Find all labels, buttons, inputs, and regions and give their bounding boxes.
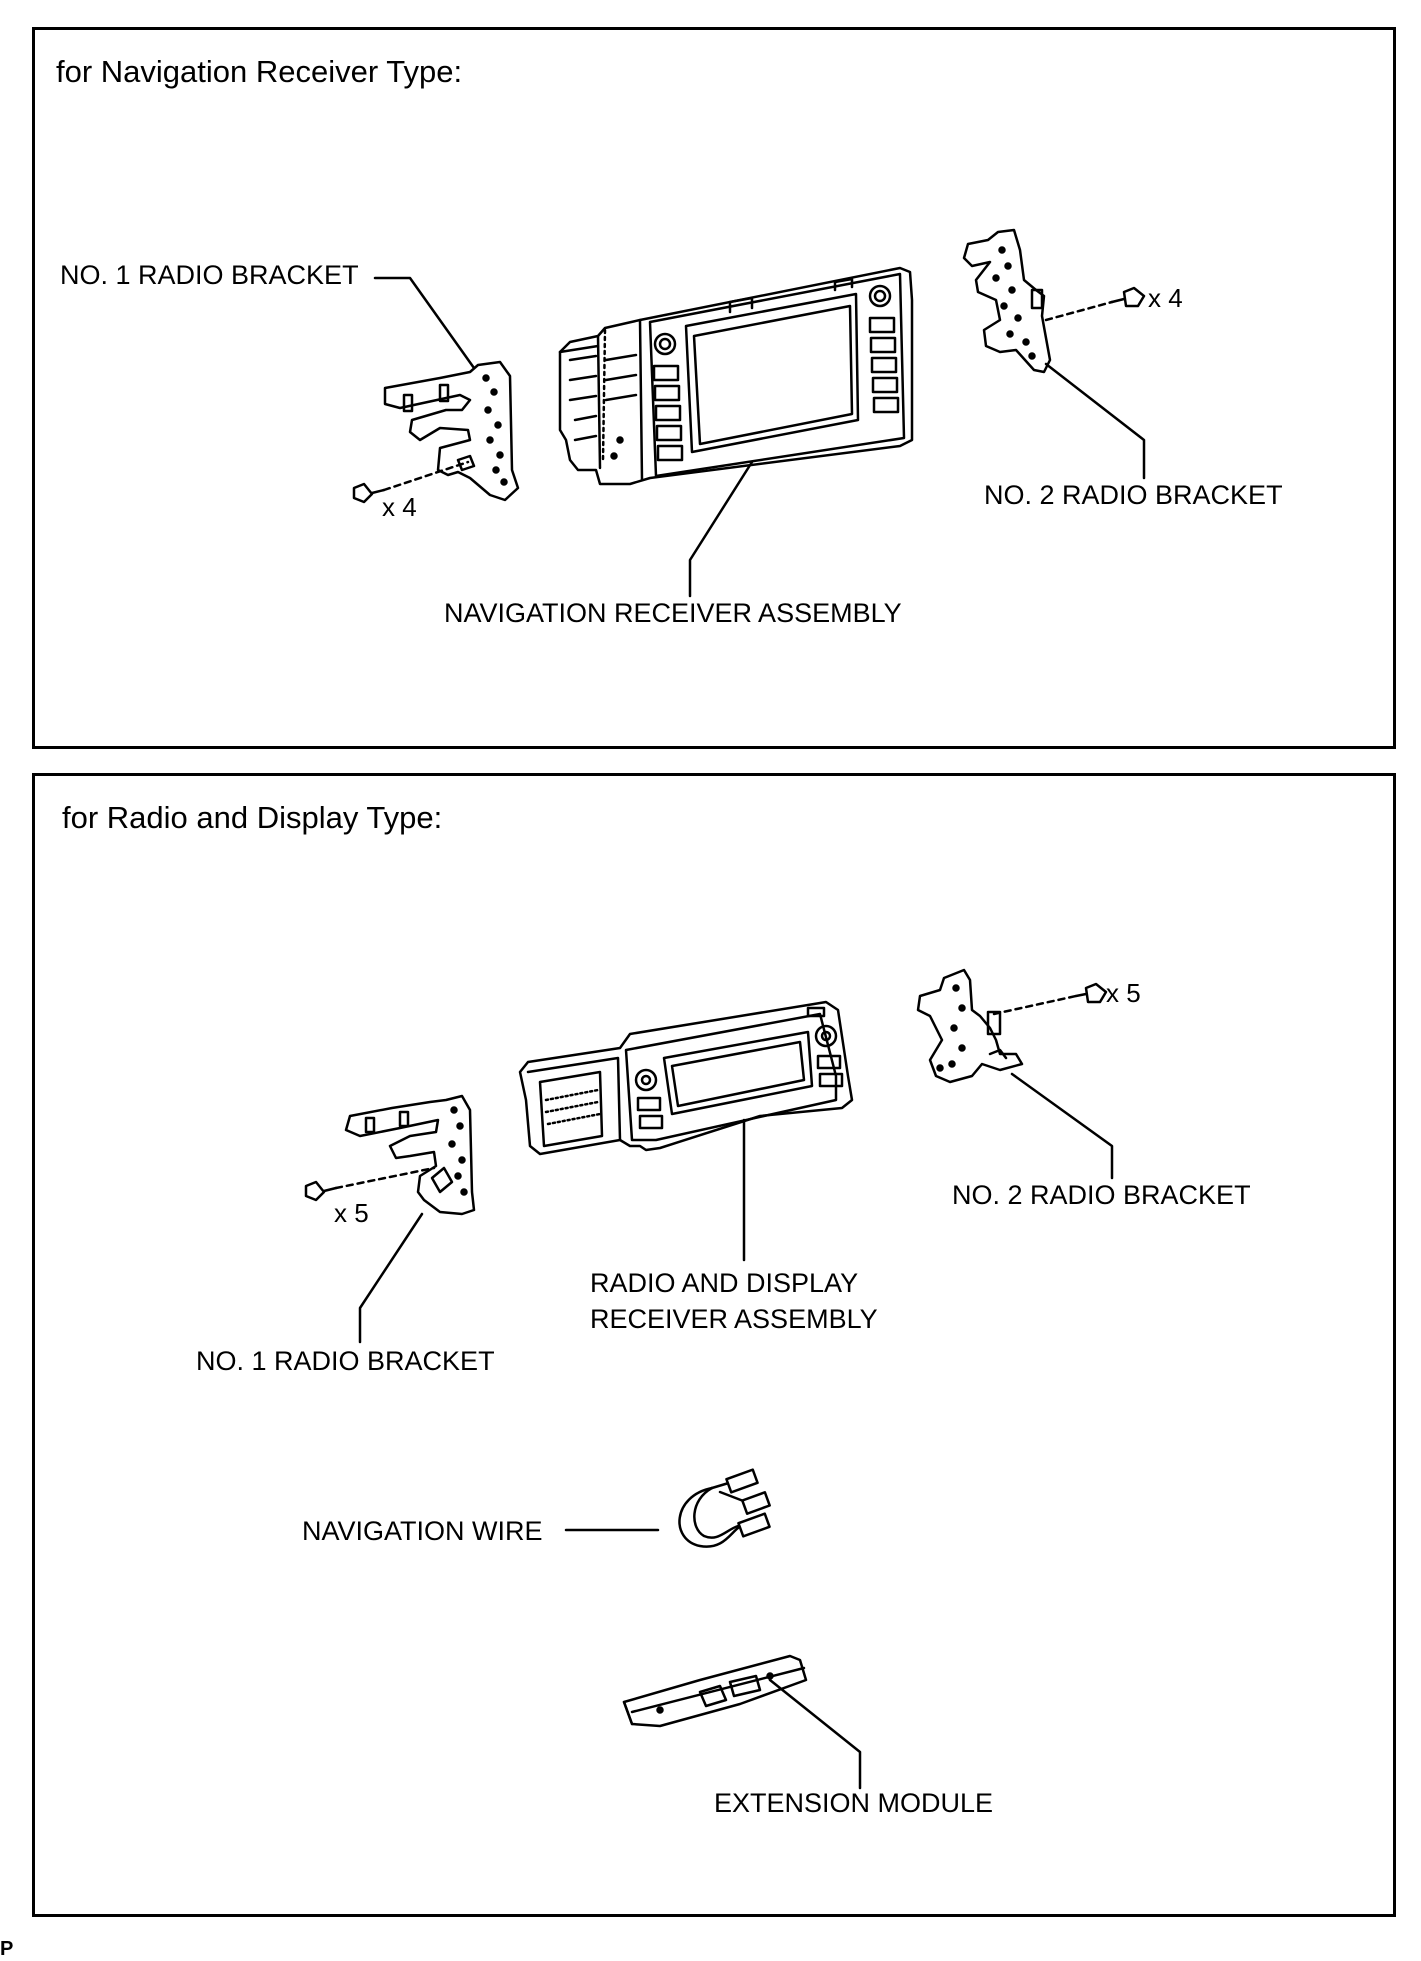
screw-icon: [992, 982, 1108, 1016]
panel-heading: for Navigation Receiver Type:: [56, 54, 463, 89]
label-no2-radio-bracket: NO. 2 RADIO BRACKET: [984, 480, 1283, 510]
no1-radio-bracket-drawing-bottom: [344, 1094, 476, 1216]
leader-no2-bracket-top: [1044, 362, 1146, 480]
leader-no1-bracket-bottom: [358, 1212, 424, 1344]
screw-icon: [352, 460, 470, 504]
label-quantity: x 4: [382, 492, 417, 522]
label-no2-radio-bracket: NO. 2 RADIO BRACKET: [952, 1180, 1251, 1210]
label-no1-radio-bracket: NO. 1 RADIO BRACKET: [196, 1346, 495, 1376]
leader-no2-bracket-bottom: [1010, 1072, 1114, 1180]
no2-radio-bracket-drawing-top: [962, 228, 1052, 374]
leader-navigation-receiver: [688, 460, 754, 598]
screw-icon: [1044, 286, 1146, 322]
panel-navigation-receiver-type: [32, 27, 1396, 749]
label-quantity: x 4: [1148, 283, 1183, 313]
screw-icon: [304, 1166, 436, 1202]
label-radio-display-receiver-line2: RECEIVER ASSEMBLY: [590, 1304, 878, 1334]
label-radio-display-receiver-line1: RADIO AND DISPLAY: [590, 1268, 859, 1298]
navigation-receiver-drawing: [558, 266, 914, 486]
extension-module-drawing: [622, 1654, 808, 1728]
corner-mark: P: [0, 1938, 14, 1960]
label-quantity: x 5: [334, 1198, 369, 1228]
leader-extension-module: [768, 1678, 862, 1790]
label-quantity: x 5: [1106, 978, 1141, 1008]
label-navigation-receiver-assembly: NAVIGATION RECEIVER ASSEMBLY: [444, 598, 902, 628]
label-navigation-wire: NAVIGATION WIRE: [302, 1516, 543, 1546]
panel-radio-and-display-type: [32, 773, 1396, 1917]
leader-no1-bracket-top: [373, 276, 476, 370]
no1-radio-bracket-drawing-top: [383, 360, 520, 502]
label-extension-module: EXTENSION MODULE: [714, 1788, 994, 1818]
label-no1-radio-bracket: NO. 1 RADIO BRACKET: [60, 260, 359, 290]
radio-display-receiver-drawing: [518, 1000, 854, 1156]
panel-heading: for Radio and Display Type:: [62, 800, 443, 835]
navigation-wire-drawing: [678, 1468, 771, 1548]
no2-radio-bracket-drawing-bottom: [916, 968, 1024, 1084]
